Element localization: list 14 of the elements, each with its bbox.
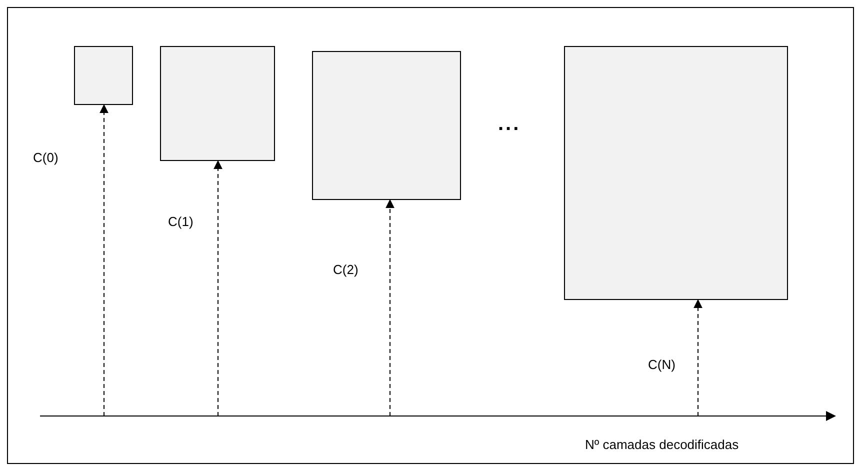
- dashed-arrow: [386, 199, 394, 416]
- square-box: [74, 46, 133, 105]
- dashed-arrow: [214, 160, 222, 416]
- dashed-arrow: [100, 104, 108, 416]
- ellipsis: ...: [498, 116, 521, 132]
- square-box: [312, 51, 461, 200]
- square-box: [564, 46, 788, 300]
- square-box: [160, 46, 275, 161]
- edge-label: C(N): [648, 357, 676, 373]
- dashed-arrow: [694, 299, 702, 416]
- edge-label: C(1): [168, 214, 194, 230]
- edge-label: C(2): [333, 262, 358, 278]
- axis-label: Nº camadas decodificadas: [585, 437, 739, 453]
- edge-label: C(0): [33, 150, 58, 166]
